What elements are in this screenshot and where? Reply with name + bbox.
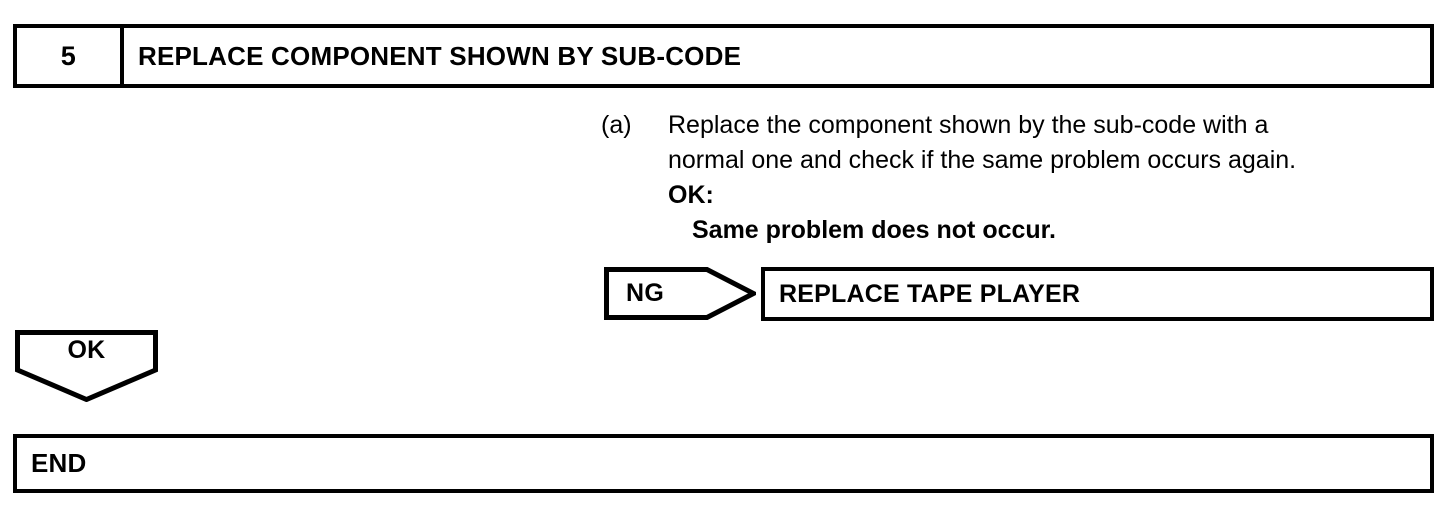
instruction-line: normal one and check if the same problem… <box>668 146 1297 174</box>
ok-pentagon-icon <box>15 330 158 402</box>
ng-branch-tag: NG <box>604 267 756 320</box>
step-title: REPLACE COMPONENT SHOWN BY SUB-CODE <box>138 40 742 71</box>
instruction-block: (a) Replace the component shown by the s… <box>601 108 1451 248</box>
instruction-body: Replace the component shown by the sub-c… <box>668 108 1451 248</box>
ng-tag-label: NG <box>626 279 665 307</box>
ng-pentagon-icon <box>604 267 756 320</box>
step-header: 5 REPLACE COMPONENT SHOWN BY SUB-CODE <box>13 24 1434 88</box>
instruction-row: (a) Replace the component shown by the s… <box>601 108 1451 248</box>
ng-result-box: REPLACE TAPE PLAYER <box>761 267 1434 321</box>
instruction-ok-label: OK: <box>668 181 714 209</box>
end-box: END <box>13 434 1434 493</box>
instruction-ok-detail: Same problem does not occur. <box>692 216 1056 244</box>
step-number: 5 <box>17 28 124 84</box>
ok-branch-tag: OK <box>15 330 158 402</box>
ok-tag-label: OK <box>67 336 106 364</box>
instruction-line: Replace the component shown by the sub-c… <box>668 111 1269 139</box>
instruction-marker: (a) <box>601 111 632 139</box>
